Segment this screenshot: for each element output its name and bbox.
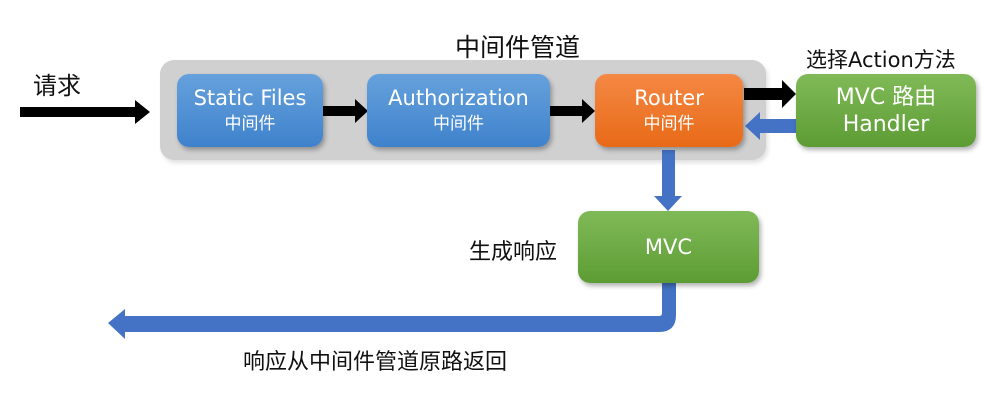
node-authorization[interactable]: Authorization 中间件 (367, 74, 550, 147)
node-mvc[interactable]: MVC (578, 211, 759, 283)
node-title: Authorization (388, 86, 529, 110)
response-return-label: 响应从中间件管道原路返回 (243, 350, 508, 375)
router-to-handler-arrow (744, 80, 796, 108)
node-title: MVC 路由 (835, 84, 937, 110)
router-to-mvc-arrow (654, 150, 682, 211)
node-title: Static Files (193, 86, 307, 110)
generate-response-label: 生成响应 (469, 240, 558, 265)
handler-to-router-arrow (745, 112, 796, 140)
request-label: 请求 (33, 72, 81, 100)
static-to-auth-arrow (322, 99, 368, 123)
select-action-label: 选择Action方法 (806, 48, 956, 72)
node-subtitle: 中间件 (433, 114, 484, 134)
node-title: MVC (644, 234, 693, 259)
pipeline-title: 中间件管道 (455, 33, 581, 62)
request-arrow (20, 100, 150, 124)
node-subtitle: Handler (842, 111, 930, 137)
auth-to-router-arrow (549, 99, 595, 123)
node-router[interactable]: Router 中间件 (595, 74, 743, 147)
node-subtitle: 中间件 (643, 114, 695, 134)
node-mvc-route-handler[interactable]: MVC 路由 Handler (796, 74, 976, 147)
node-title: Router (634, 86, 704, 110)
node-subtitle: 中间件 (224, 114, 276, 134)
response-return-arrow (108, 283, 676, 339)
node-static-files[interactable]: Static Files 中间件 (177, 74, 323, 147)
